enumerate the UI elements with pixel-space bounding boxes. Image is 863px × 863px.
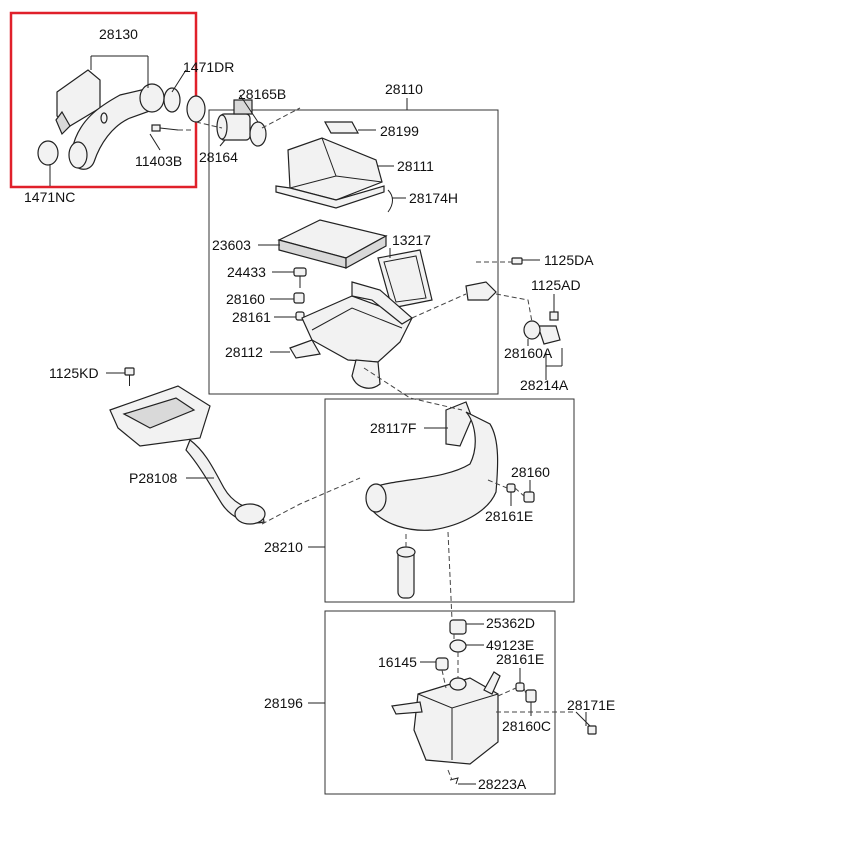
label-28171E[interactable]: 28171E xyxy=(567,697,615,713)
clamp-1471NC-part[interactable] xyxy=(37,140,88,169)
seal-13217-part[interactable] xyxy=(377,249,433,309)
air-duct-28210-part[interactable] xyxy=(365,411,499,599)
label-28160-top[interactable]: 28160 xyxy=(226,291,265,307)
gasket-28117F-part[interactable] xyxy=(445,401,473,447)
label-28111[interactable]: 28111 xyxy=(397,158,434,174)
label-28164[interactable]: 28164 xyxy=(199,149,238,165)
label-28165B[interactable]: 28165B xyxy=(238,86,286,102)
label-28160-mid[interactable]: 28160 xyxy=(511,464,550,480)
part-labels: 28130 1471DR 28165B 28110 28199 28111 28… xyxy=(24,26,615,792)
frame-air-cleaner-28110 xyxy=(208,109,499,395)
label-1125AD[interactable]: 1125AD xyxy=(531,277,581,293)
cap-25362D-part[interactable] xyxy=(449,619,467,635)
bolt-28171E-part[interactable] xyxy=(575,711,597,735)
label-23603[interactable]: 23603 xyxy=(212,237,251,253)
label-24433[interactable]: 24433 xyxy=(227,264,266,280)
label-16145[interactable]: 16145 xyxy=(378,654,417,670)
air-duct-P28108-part[interactable] xyxy=(109,385,266,525)
bracket-28214A-part[interactable] xyxy=(465,257,561,345)
label-1125DA[interactable]: 1125DA xyxy=(544,252,594,268)
label-13217[interactable]: 13217 xyxy=(392,232,431,248)
label-28130[interactable]: 28130 xyxy=(99,26,138,42)
bushing-28161E-mid-part[interactable] xyxy=(506,483,516,493)
filter-element-23603-part[interactable] xyxy=(277,219,388,270)
label-1471DR[interactable]: 1471DR xyxy=(183,59,234,75)
airflow-sensor-28164-part[interactable] xyxy=(216,99,253,141)
label-28161E-bot[interactable]: 28161E xyxy=(496,651,544,667)
grommet-28160-mid-part[interactable] xyxy=(523,491,535,503)
label-28223A[interactable]: 28223A xyxy=(478,776,527,792)
cap-16145-part[interactable] xyxy=(435,657,449,671)
bolt-11403B-part[interactable] xyxy=(151,124,179,132)
clip-28174H-part[interactable] xyxy=(387,189,393,213)
grommet-28160-top-part[interactable] xyxy=(293,292,305,304)
bolt-24433-part[interactable] xyxy=(293,267,307,288)
label-25362D[interactable]: 25362D xyxy=(486,615,535,631)
label-28117F[interactable]: 28117F xyxy=(370,420,416,436)
label-28199[interactable]: 28199 xyxy=(380,123,419,139)
label-28160A[interactable]: 28160A xyxy=(504,345,553,361)
label-1125KD[interactable]: 1125KD xyxy=(49,365,99,381)
assembly-dashed-lines xyxy=(178,107,576,781)
clamp-1471DR-part[interactable] xyxy=(163,87,206,123)
label-28210[interactable]: 28210 xyxy=(264,539,303,555)
gasket-28165B-part[interactable] xyxy=(249,121,267,147)
grommet-28160C-part[interactable] xyxy=(525,689,537,703)
bushing-28161E-bot-part[interactable] xyxy=(515,682,525,692)
intake-hose-28130-part[interactable] xyxy=(55,69,165,170)
resonator-28196-part[interactable] xyxy=(391,671,501,765)
label-28214A[interactable]: 28214A xyxy=(520,377,569,393)
label-49123E[interactable]: 49123E xyxy=(486,637,534,653)
label-P28108[interactable]: P28108 xyxy=(129,470,177,486)
leader-lines xyxy=(49,55,587,785)
ring-49123E-part[interactable] xyxy=(449,639,467,653)
lower-case-28112-part[interactable] xyxy=(289,281,414,389)
cover-28111-part[interactable] xyxy=(275,137,385,209)
label-28174H[interactable]: 28174H xyxy=(409,190,458,206)
label-28110[interactable]: 28110 xyxy=(385,81,423,97)
label-28161-top[interactable]: 28161 xyxy=(232,309,271,325)
label-28112[interactable]: 28112 xyxy=(225,344,263,360)
label-28196[interactable]: 28196 xyxy=(264,695,303,711)
label-plate-28199-part[interactable] xyxy=(323,121,360,134)
clip-28223A-part[interactable] xyxy=(449,777,459,785)
label-28160C[interactable]: 28160C xyxy=(502,718,551,734)
label-11403B[interactable]: 11403B xyxy=(135,153,182,169)
bolt-1125KD-part[interactable] xyxy=(124,367,135,386)
label-28161E-mid[interactable]: 28161E xyxy=(485,508,533,524)
label-1471NC[interactable]: 1471NC xyxy=(24,189,75,205)
frame-duct-28210 xyxy=(324,398,575,603)
